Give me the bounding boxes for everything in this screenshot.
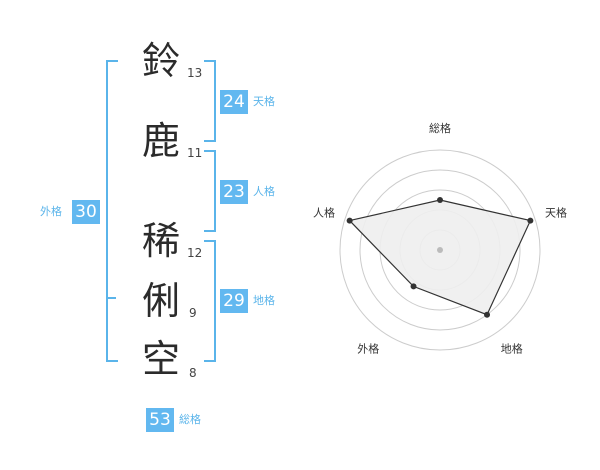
radar-axis-label: 人格 <box>313 205 335 219</box>
radar-area <box>348 199 532 316</box>
stroke-count-2: 11 <box>187 146 203 160</box>
tenkaku-label: 天格 <box>253 95 275 108</box>
jinkaku-bracket <box>204 150 216 232</box>
jinkaku-value: 23 <box>220 180 248 204</box>
radar-axis-label: 地格 <box>501 342 523 356</box>
stroke-count-3: 12 <box>187 246 203 260</box>
radar-point <box>527 217 534 224</box>
soukaku-label: 総格 <box>179 413 201 426</box>
chikaku-bracket <box>204 240 216 362</box>
radar-ring <box>359 169 521 331</box>
radar-point <box>484 311 491 318</box>
chikaku-value: 29 <box>220 289 248 313</box>
chikaku-label: 地格 <box>253 294 275 307</box>
name-char-4: 俐 <box>141 279 180 323</box>
radar-point <box>410 283 417 290</box>
radar-axis-label: 総格 <box>429 121 451 135</box>
radar-ring <box>339 149 541 351</box>
gaikaku-label: 外格 <box>40 205 62 218</box>
stroke-count-5: 8 <box>189 366 197 380</box>
name-char-1: 鈴 <box>141 39 180 83</box>
gaikaku-inner-tick <box>106 297 116 299</box>
gaikaku-bracket <box>106 60 118 362</box>
soukaku-value: 53 <box>146 408 174 432</box>
stroke-count-4: 9 <box>189 306 197 320</box>
radar-point <box>437 197 443 203</box>
jinkaku-label: 人格 <box>253 185 275 198</box>
stroke-count-1: 13 <box>187 66 203 80</box>
gaikaku-value: 30 <box>72 200 100 224</box>
tenkaku-value: 24 <box>220 90 248 114</box>
name-char-5: 空 <box>141 337 180 381</box>
name-char-2: 鹿 <box>141 119 180 163</box>
tenkaku-bracket <box>204 60 216 142</box>
name-char-3: 稀 <box>141 219 180 263</box>
radar-point <box>346 217 353 224</box>
radar-axis-label: 天格 <box>545 205 567 219</box>
radar-points <box>346 197 534 318</box>
radar-axis-label: 外格 <box>357 342 379 356</box>
radar-center-dot <box>437 247 443 253</box>
